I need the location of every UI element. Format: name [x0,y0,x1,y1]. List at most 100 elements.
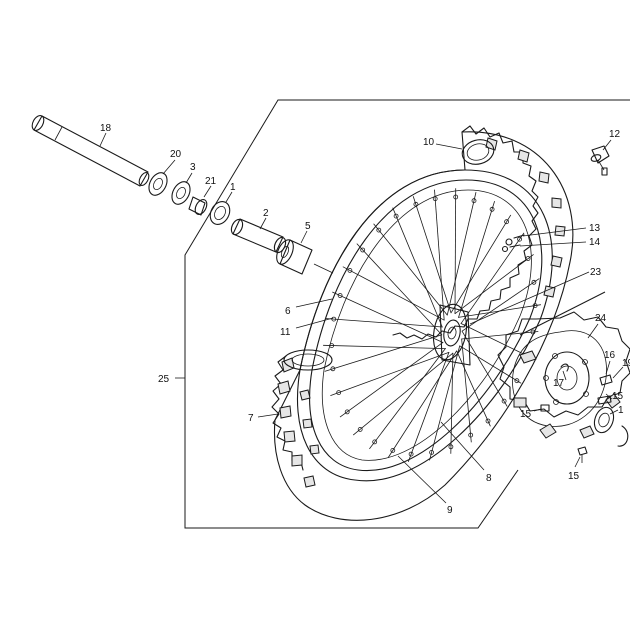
spoke [330,351,450,396]
spoke [429,345,461,461]
callout-21: 21 [205,176,217,187]
callout-25: 25 [158,374,170,385]
hub [432,303,471,366]
callout-1a: 1 [230,182,236,193]
disc-bolts [540,363,613,463]
callout-1a-leader [225,191,233,203]
spoke-nipple [347,267,353,273]
spoke-nipple [471,198,477,204]
spoke-nipple [372,439,378,445]
callout-17: 17 [553,378,565,389]
callout-15c: 15 [568,471,580,482]
spoke [412,196,452,314]
spoke [454,188,457,314]
spokes [323,188,541,462]
rim-tape-ring [461,139,495,165]
callout-21-leader [203,185,212,198]
callout-15b: 15 [520,409,532,420]
spoke [460,323,532,359]
spoke-nipple [432,196,438,202]
callout-17-leader [562,370,567,381]
spoke [446,192,477,316]
callout-14: 14 [589,237,601,248]
spoke-nipple [329,343,335,349]
callout-16: 16 [604,350,616,361]
callout-1b: 1 [618,405,624,416]
callout-20: 20 [170,149,182,160]
spacer-bush [276,239,334,275]
callout-19: 19 [622,358,630,369]
spoke [407,351,450,462]
spoke [356,243,443,336]
spoke-nipple [376,227,382,233]
spoke-nipple [390,447,396,453]
spoke-nipple [532,303,538,309]
callout-19-leader [612,366,624,379]
valve-cap [590,145,610,176]
spoke [332,291,444,343]
spoke [323,344,446,349]
callout-11: 11 [280,327,291,338]
callout-11-leader [295,317,334,329]
callout-3: 3 [190,162,196,173]
callout-2: 2 [263,208,269,219]
spoke-nipple [429,449,435,455]
spoke-nipple [489,206,495,212]
callout-9: 9 [447,505,453,516]
spoke [450,214,512,314]
spoke [461,278,540,332]
spoke [387,350,458,459]
seal-ring [171,181,191,205]
spoke-nipple [514,378,520,384]
spoke [461,331,539,340]
callout-7: 7 [248,413,254,424]
spoke-nipple [331,316,337,322]
spoke-nipple [344,409,350,415]
callout-12: 12 [609,129,621,140]
spoke-nipple [393,213,399,219]
spoke [434,189,445,321]
spoke [342,266,445,321]
brake-disc [497,311,630,439]
inner-spacer [188,196,208,216]
nipple-detail [501,234,525,253]
callout-14-leader [519,241,587,247]
spoke [325,318,443,328]
callout-15a-leader [605,393,613,400]
callout-2-leader [259,217,267,230]
spoke-nipple [453,194,459,200]
spoke [392,207,443,328]
callout-8-leader [440,421,485,471]
spoke [460,232,525,324]
callout-12-leader [602,139,612,151]
callout-18: 18 [100,123,112,134]
callout-5-leader [300,230,308,244]
callout-7-leader [257,413,279,418]
spoke-nipple [408,451,414,457]
callout-labels: 18 20 3 21 1 2 5 10 12 13 14 23 6 11 25 … [100,123,630,516]
spoke-nipple [337,293,343,298]
callout-10-leader [435,143,463,150]
callout-24-leader [587,323,599,339]
wheel-bearing-left [209,201,231,225]
callout-24: 24 [595,313,607,324]
tyre-section [283,349,333,371]
spoke [456,350,491,427]
spacer-ring [148,172,168,196]
callout-20-leader [162,159,176,175]
callout-18-leader [99,132,107,147]
spoke-nipple [504,219,510,225]
spoke-nipple [530,329,536,335]
callout-23-leader [469,271,590,325]
callout-15a: 15 [612,391,624,402]
spoke-nipple [531,279,537,285]
callout-15b-leader [533,408,542,412]
spoke-nipple [360,247,366,253]
spoke-nipple [501,398,507,404]
spoke-nipple [330,366,336,372]
callout-10: 10 [423,137,435,148]
spoke-nipple [485,418,491,424]
spoke [324,334,443,372]
spoke [373,223,448,316]
